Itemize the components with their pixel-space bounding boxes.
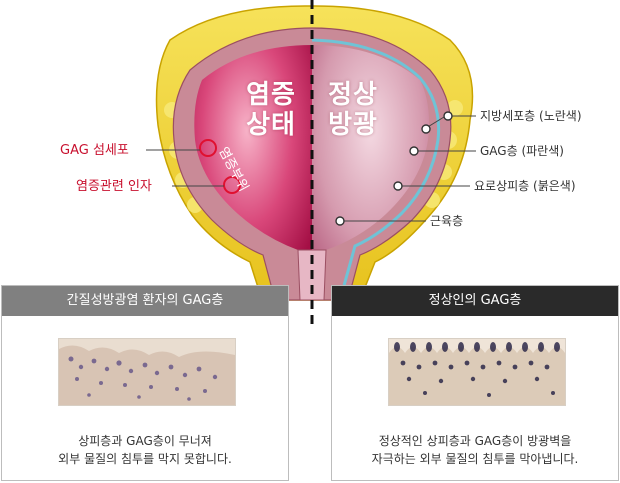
gag-layer-label: GAG층 (파란색) [480, 144, 564, 158]
muscle-layer-label: 근육층 [430, 214, 464, 228]
patient-gag-panel: 간질성방광염 환자의 GAG층 상피층과 GAG층이 무너져 외부 물질의 침투… [1, 285, 289, 481]
normal-caption-line1: 정상적인 상피층과 GAG층이 방광벽을 [378, 434, 572, 448]
gag-cell-marker [199, 139, 217, 157]
urothelium-label: 요로상피층 (붉은색) [474, 179, 576, 193]
patient-caption-line1: 상피층과 GAG층이 무너져 [78, 434, 212, 448]
fat-layer-label: 지방세포층 (노란색) [480, 109, 582, 123]
patient-micrograph [58, 338, 236, 406]
normal-title-line1: 정상 [328, 80, 378, 110]
normal-panel-title: 정상인의 GAG층 [332, 286, 618, 316]
inflamed-title-line1: 염증 [246, 80, 296, 110]
inflammation-factor-label: 염증관련 인자 [76, 179, 152, 194]
inflamed-title: 염증 상태 [236, 80, 306, 140]
normal-title-line2: 방광 [328, 110, 378, 140]
inflammation-factor-marker [223, 176, 241, 194]
normal-caption-line2: 자극하는 외부 물질의 침투를 막아냅니다. [371, 452, 579, 466]
inflamed-lumen [194, 45, 312, 290]
gag-cell-label: GAG 섬세포 [60, 143, 129, 158]
gag-layer-line [312, 38, 441, 300]
inflamed-title-line2: 상태 [246, 110, 296, 140]
normal-micrograph [388, 338, 566, 406]
normal-title: 정상 방광 [318, 80, 388, 140]
patient-panel-caption: 상피층과 GAG층이 무너져 외부 물질의 침투를 막지 못합니다. [2, 432, 288, 468]
patient-panel-title: 간질성방광염 환자의 GAG층 [2, 286, 288, 316]
normal-lumen [312, 45, 429, 290]
patient-caption-line2: 외부 물질의 침투를 막지 못합니다. [58, 452, 232, 466]
normal-panel-caption: 정상적인 상피층과 GAG층이 방광벽을 자극하는 외부 물질의 침투를 막아냅… [332, 432, 618, 468]
normal-gag-panel: 정상인의 GAG층 정상적인 상피층과 GAG층이 방광벽을 자극하는 외부 물… [331, 285, 619, 481]
